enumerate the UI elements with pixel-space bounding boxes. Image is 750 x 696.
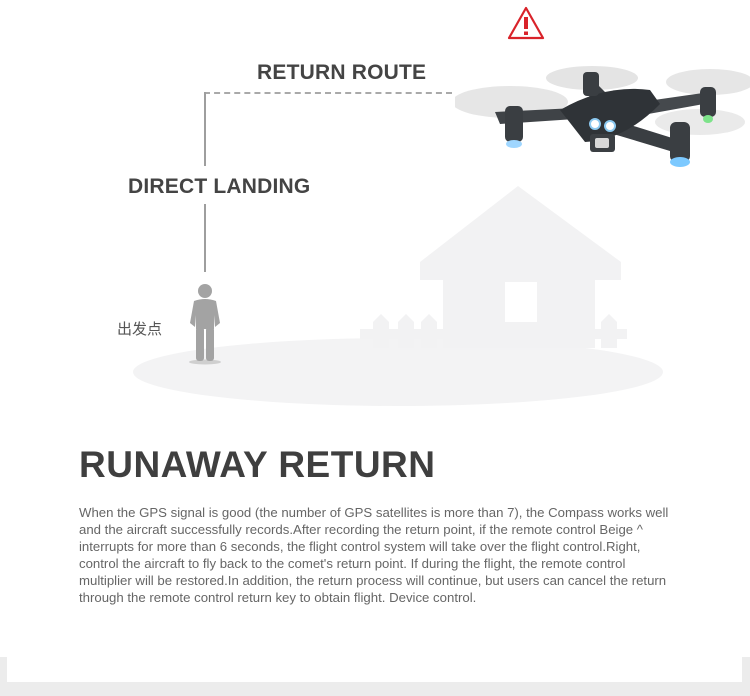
drone-icon <box>455 66 750 167</box>
direct-landing-line-top <box>204 92 206 166</box>
return-route-label: RETURN ROUTE <box>257 61 427 84</box>
return-route-line <box>204 92 452 94</box>
section-body: When the GPS signal is good (the number … <box>79 505 669 605</box>
house-icon <box>360 186 627 348</box>
direct-landing-line-bottom <box>204 204 206 272</box>
origin-point-label: 出发点 <box>117 320 163 338</box>
direct-landing-label: DIRECT LANDING <box>128 175 311 198</box>
warning-triangle-icon <box>507 6 545 40</box>
section-title: RUNAWAY RETURN <box>79 444 436 485</box>
bottom-panel <box>7 657 742 682</box>
person-icon <box>189 284 221 365</box>
ground-ellipse <box>133 338 663 406</box>
